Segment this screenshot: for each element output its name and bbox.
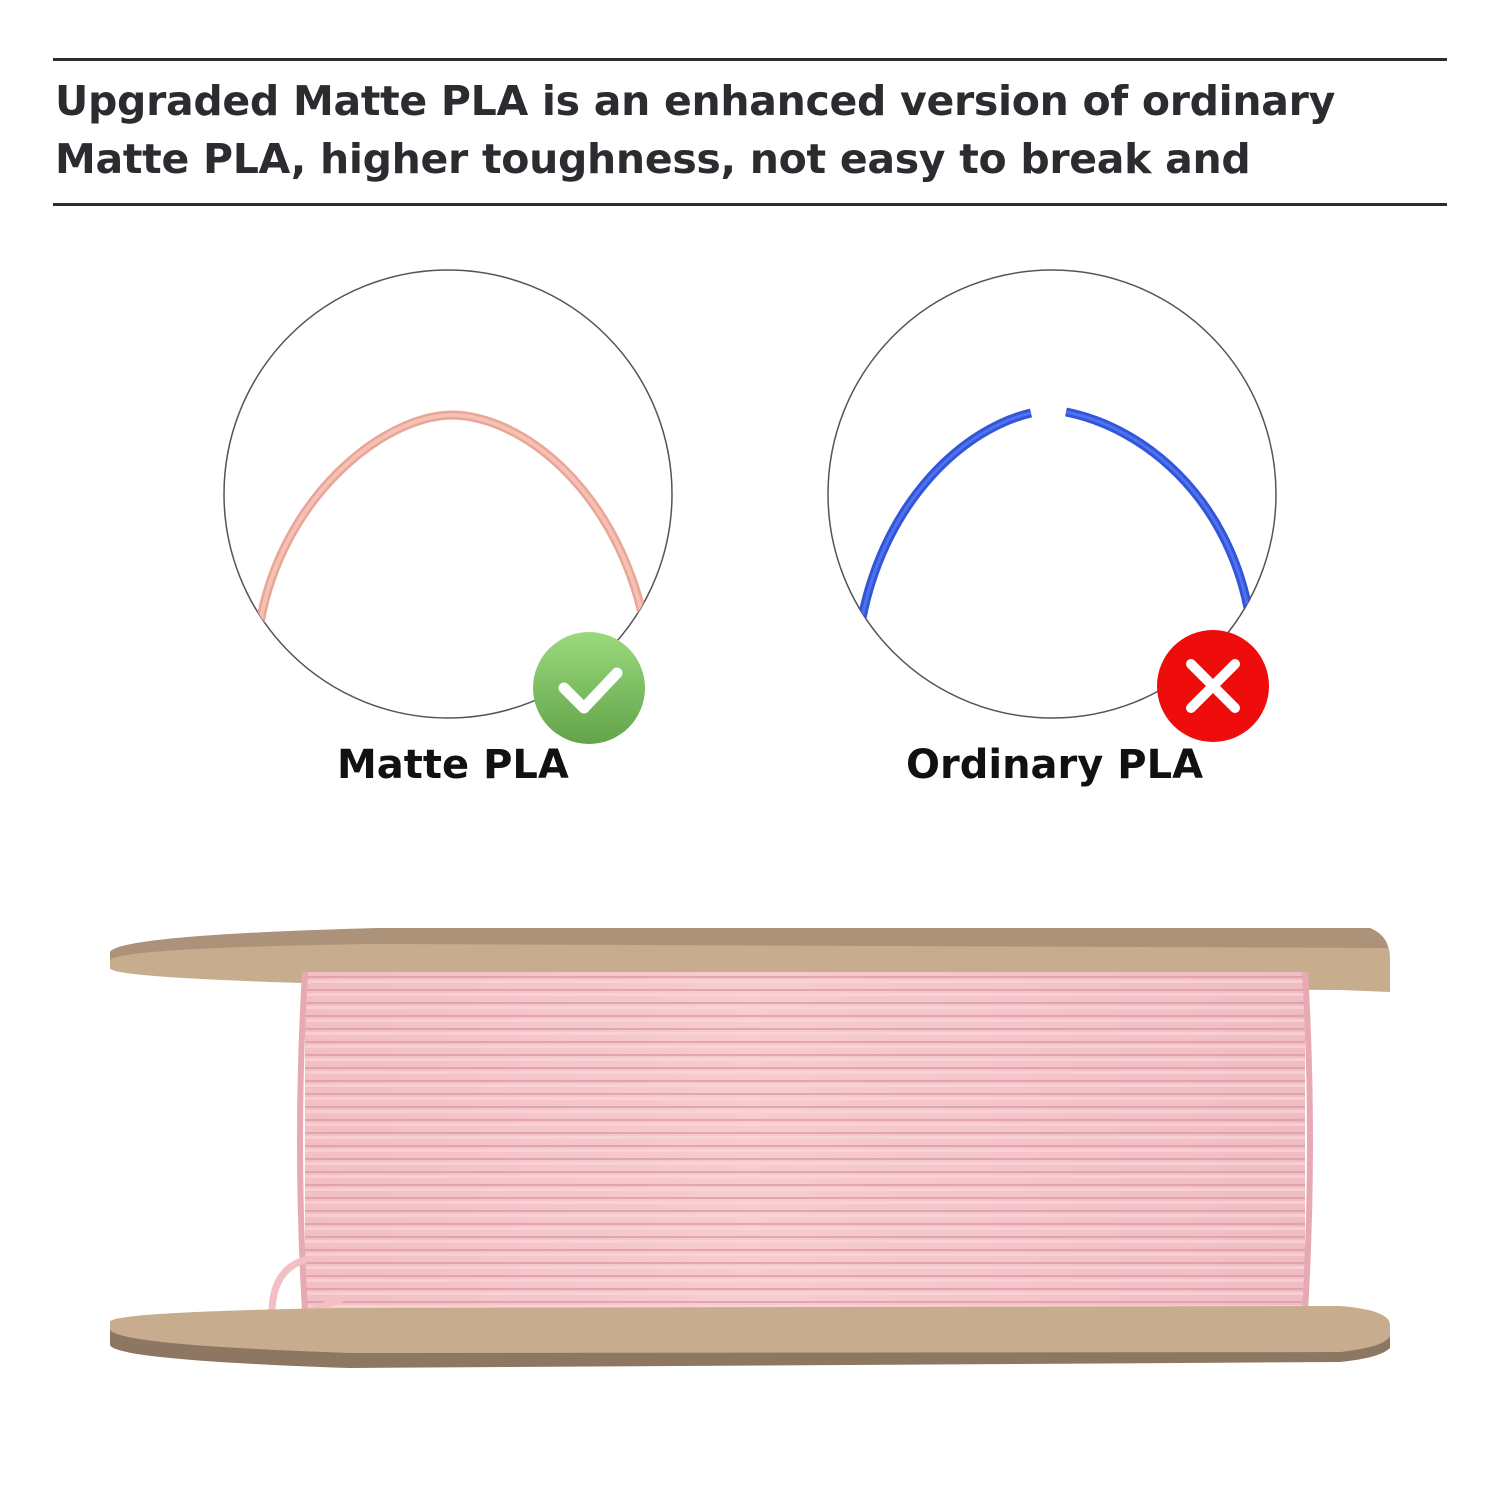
filament-windings	[305, 972, 1305, 1312]
ordinary-pla-illustration	[827, 269, 1277, 742]
check-icon	[533, 632, 645, 744]
zoom-circle	[223, 269, 673, 719]
headline: Upgraded Matte PLA is an enhanced versio…	[55, 72, 1455, 188]
headline-line-1: Upgraded Matte PLA is an enhanced versio…	[55, 77, 1336, 125]
label-matte-pla: Matte PLA	[337, 742, 569, 788]
comparison-matte-pla	[222, 268, 674, 808]
label-ordinary-pla: Ordinary PLA	[906, 742, 1204, 788]
filament-spool-image	[110, 928, 1390, 1368]
top-divider	[53, 58, 1447, 61]
zoom-circle	[827, 269, 1277, 719]
bottom-divider	[53, 203, 1447, 206]
cross-icon	[1157, 630, 1269, 742]
headline-line-2: Matte PLA, higher toughness, not easy to…	[55, 135, 1251, 183]
comparison-ordinary-pla	[826, 268, 1278, 808]
matte-pla-illustration	[223, 269, 673, 744]
spool-bottom-flange	[110, 1306, 1390, 1368]
